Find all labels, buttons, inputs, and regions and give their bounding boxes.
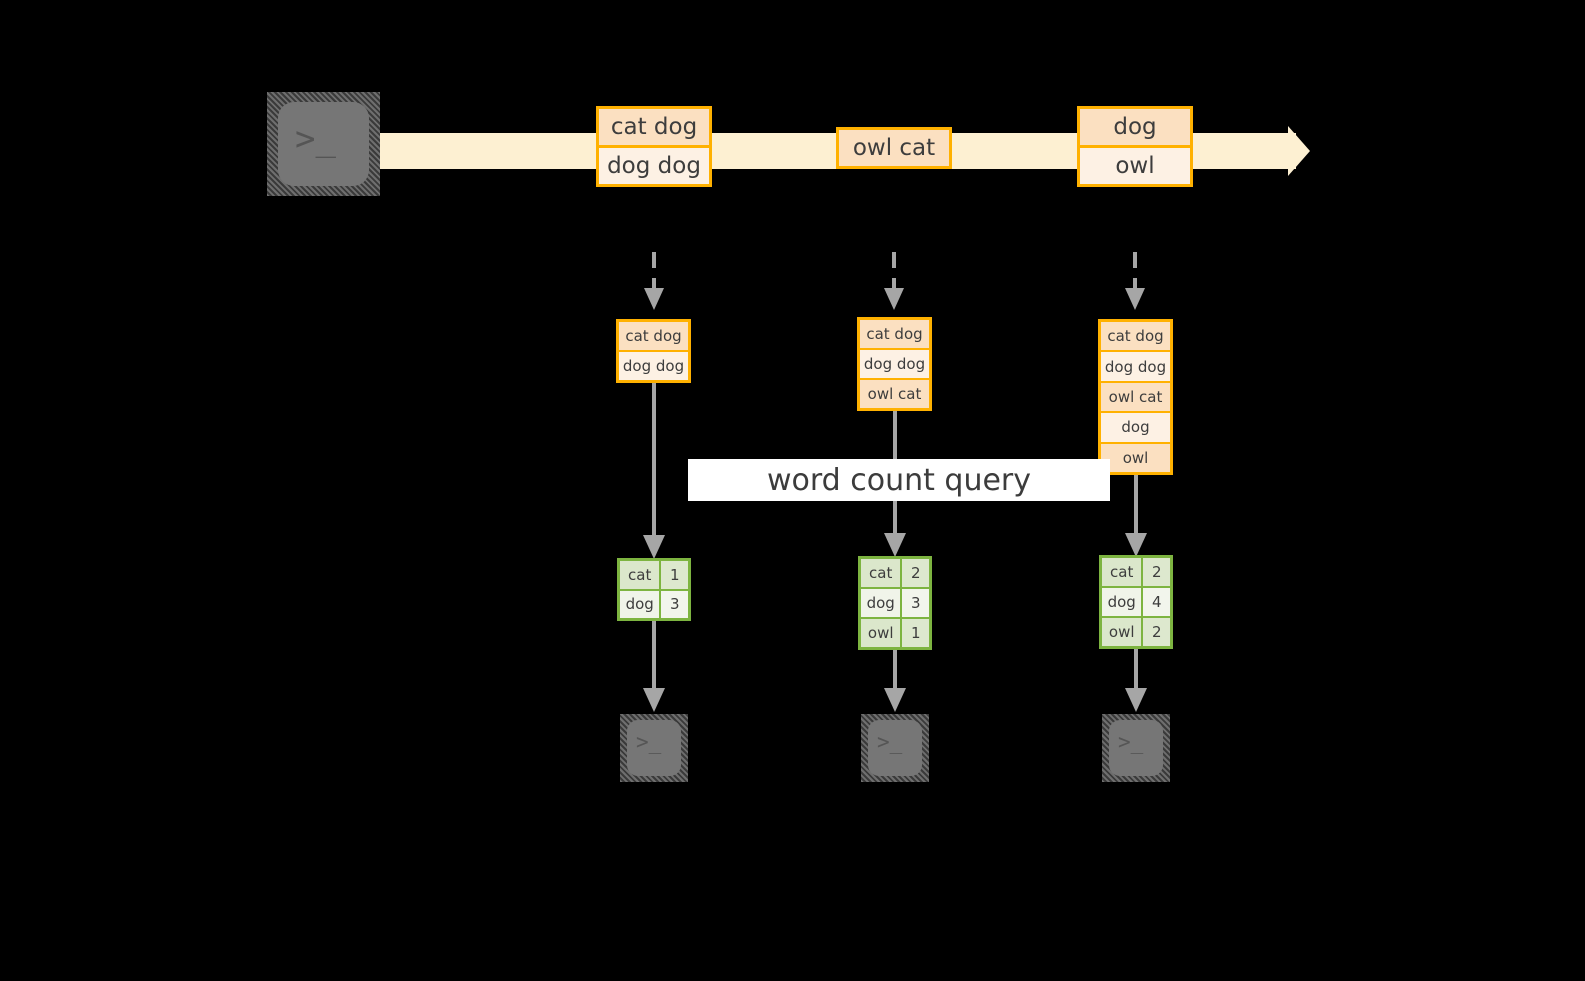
snapshot-buffer[interactable]: cat dog dog dog [616,319,691,383]
table-row: owl 2 [1102,618,1170,646]
table-row: dog 3 [620,590,688,618]
cell-divider [1080,145,1190,148]
stream-record-line: dog [1080,109,1190,145]
terminal-prompt-glyph: >_ [877,730,903,754]
terminal-face [627,720,681,776]
result-word: owl [1102,618,1142,646]
stream-record-line: owl cat [839,130,949,166]
cell-divider [619,350,688,352]
result-count: 3 [902,589,929,617]
result-word: dog [1102,588,1142,616]
table-row: owl 1 [861,619,929,647]
buffer-line: dog dog [619,352,688,380]
result-word: owl [861,619,901,647]
query-arrow [1125,475,1147,557]
stream-record-line: cat dog [599,109,709,145]
terminal-prompt-glyph: >_ [1118,730,1144,754]
table-row: cat 1 [620,561,688,589]
snapshot-buffer[interactable]: cat dog dog dog owl cat [857,317,932,411]
column-divider [900,619,903,647]
buffer-line: cat dog [1101,322,1170,351]
stream-record-line: owl [1080,148,1190,184]
result-table[interactable]: cat 2 dog 3 owl 1 [858,556,932,650]
query-arrow [643,383,665,559]
result-count: 2 [1143,558,1170,586]
buffer-line: cat dog [619,322,688,350]
sink-arrow [1125,649,1147,712]
buffer-line: owl cat [1101,382,1170,412]
snapshot-trigger-arrow [1125,252,1145,310]
result-count: 1 [902,619,929,647]
cell-divider [860,348,929,350]
row-divider [1102,586,1170,588]
sink-terminal-icon[interactable]: >_ [1102,714,1170,782]
buffer-line: owl [1101,443,1170,473]
result-count: 2 [902,559,929,587]
column-divider [1141,558,1144,586]
cell-divider [599,145,709,148]
cell-divider [1101,350,1170,353]
column-divider [900,589,903,617]
buffer-line: owl cat [860,380,929,408]
terminal-prompt-glyph: >_ [636,730,662,754]
result-word: cat [861,559,901,587]
cell-divider [1101,441,1170,444]
sink-terminal-icon[interactable]: >_ [861,714,929,782]
buffer-line: dog dog [1101,352,1170,381]
table-row: dog 3 [861,589,929,617]
table-row: cat 2 [1102,558,1170,586]
stream-record[interactable]: dog owl [1077,106,1193,187]
result-word: cat [620,561,660,589]
terminal-face [868,720,922,776]
source-terminal-icon[interactable]: >_ [267,92,380,196]
result-count: 3 [661,590,688,618]
row-divider [861,587,929,589]
result-table[interactable]: cat 2 dog 4 owl 2 [1099,555,1173,649]
stream-record-line: dog dog [599,148,709,184]
column-divider [1141,618,1144,646]
result-word: cat [1102,558,1142,586]
result-count: 1 [661,561,688,589]
terminal-face [278,102,369,186]
terminal-face [1109,720,1163,776]
query-banner-label: word count query [766,462,1032,498]
result-count: 4 [1143,588,1170,616]
sink-arrow [643,621,665,712]
row-divider [861,617,929,619]
cell-divider [1101,380,1170,383]
result-table[interactable]: cat 1 dog 3 [617,558,691,621]
snapshot-trigger-arrow [644,252,664,310]
query-banner: word count query [688,459,1110,501]
result-word: dog [620,590,660,618]
row-divider [620,588,688,591]
result-count: 2 [1143,618,1170,646]
cell-divider [1101,411,1170,414]
terminal-prompt-glyph: >_ [295,119,336,159]
result-word: dog [861,589,901,617]
buffer-line: dog dog [860,350,929,378]
row-divider [1102,616,1170,618]
column-divider [1141,588,1144,616]
stream-record[interactable]: owl cat [836,127,952,169]
buffer-line: dog [1101,413,1170,442]
sink-terminal-icon[interactable]: >_ [620,714,688,782]
column-divider [659,561,662,589]
cell-divider [860,378,929,380]
table-row: cat 2 [861,559,929,587]
sink-arrow [884,650,906,712]
stream-arrowhead [1288,126,1310,176]
buffer-line: cat dog [860,320,929,348]
column-divider [900,559,903,587]
column-divider [659,590,662,618]
stream-record[interactable]: cat dog dog dog [596,106,712,187]
snapshot-buffer[interactable]: cat dog dog dog owl cat dog owl [1098,319,1173,475]
table-row: dog 4 [1102,588,1170,616]
snapshot-trigger-arrow [884,252,904,310]
